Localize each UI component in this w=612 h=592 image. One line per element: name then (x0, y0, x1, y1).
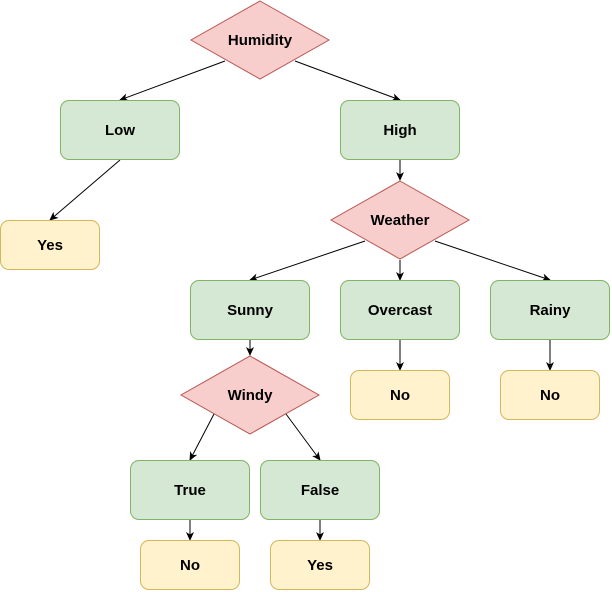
sunny-node: Sunny (190, 280, 310, 340)
rainy-node: Rainy (490, 280, 610, 340)
humidity-label: Humidity (227, 31, 293, 49)
no-leaf-rainy: No (500, 370, 600, 420)
false-node: False (260, 460, 380, 520)
high-node: High (340, 100, 460, 160)
no-leaf-true: No (140, 540, 240, 590)
humidity-decision-node: Humidity (190, 0, 330, 80)
weather-label: Weather (370, 211, 430, 229)
true-node: True (130, 460, 250, 520)
yes-leaf-false: Yes (270, 540, 370, 590)
edge-low-yes (49, 159, 121, 221)
windy-decision-node: Windy (180, 355, 320, 435)
yes-leaf-low: Yes (0, 220, 100, 270)
diamond-shape (180, 355, 320, 435)
diamond-shape (190, 0, 330, 80)
low-node: Low (60, 100, 180, 160)
windy-label: Windy (227, 386, 273, 404)
overcast-node: Overcast (340, 280, 460, 340)
diamond-shape (330, 180, 470, 260)
weather-decision-node: Weather (330, 180, 470, 260)
no-leaf-overcast: No (350, 370, 450, 420)
